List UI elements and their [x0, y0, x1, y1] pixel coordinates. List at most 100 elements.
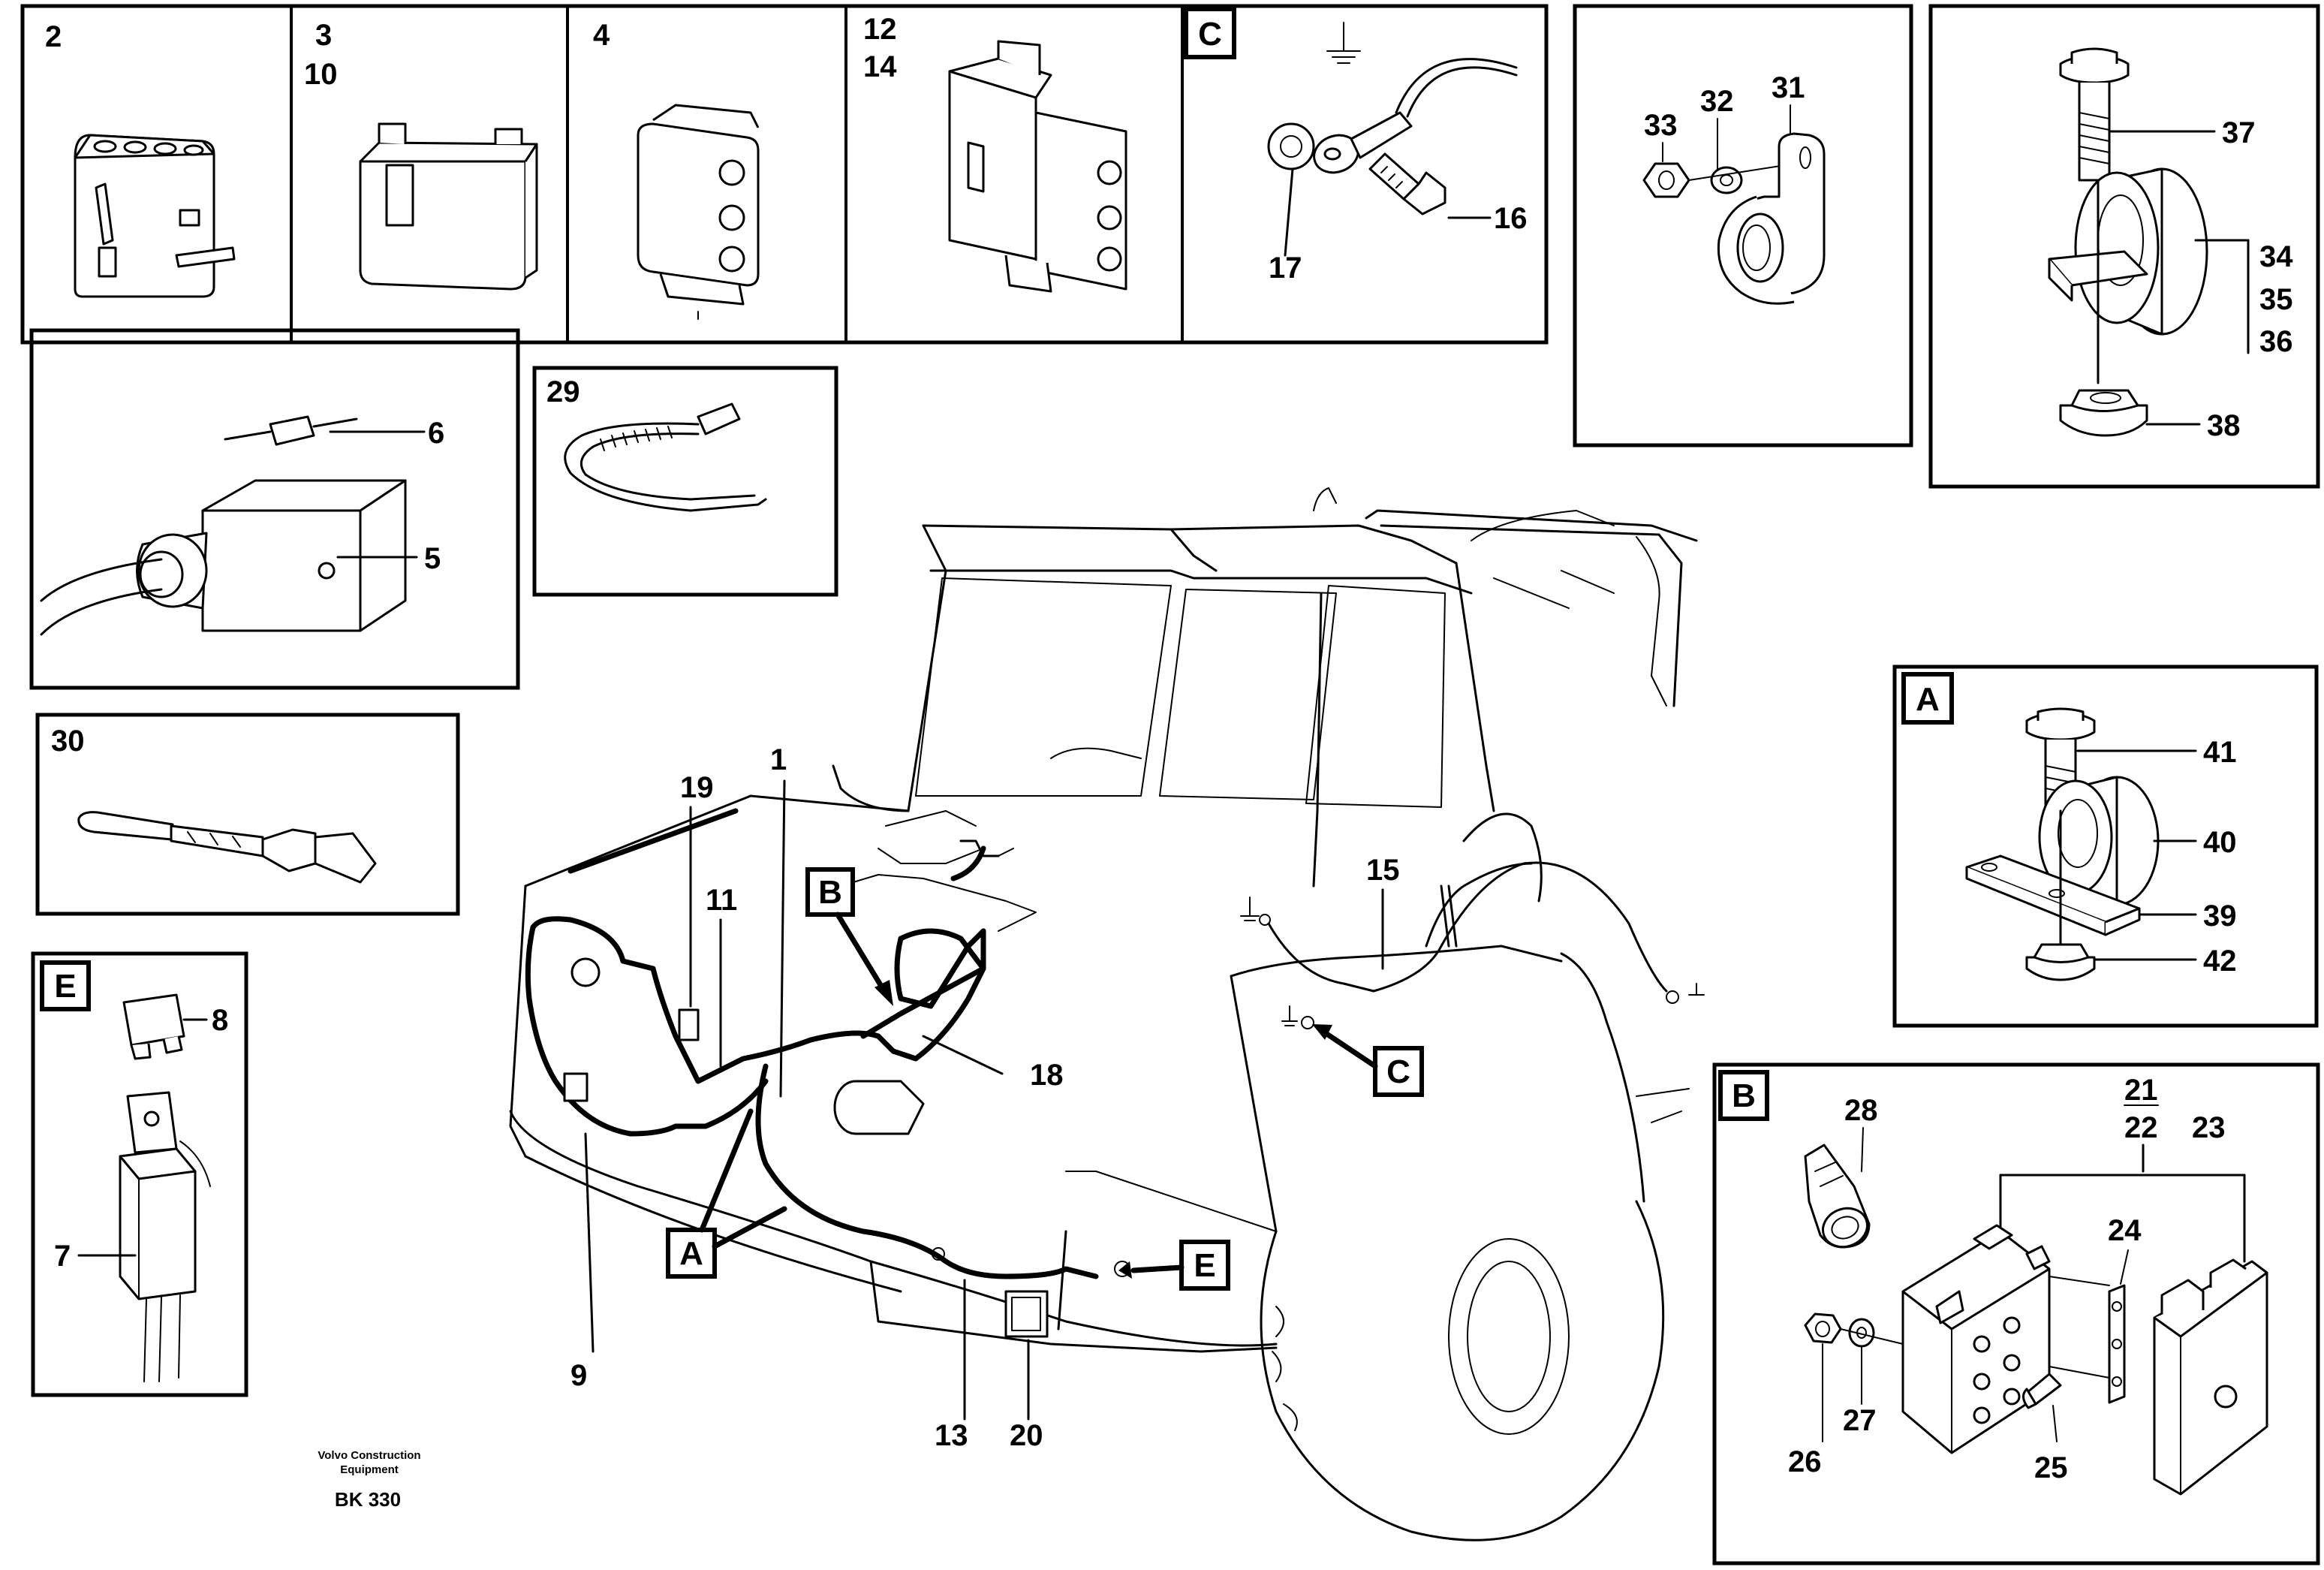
rubber-clamp-A-icon — [2038, 776, 2160, 906]
callout-B: B — [805, 867, 893, 1006]
callout-letter-E: E — [1194, 1247, 1215, 1284]
company-name-line2: Equipment — [340, 1463, 399, 1476]
part-number-35: 35 — [2259, 283, 2293, 316]
ring-terminal-icon — [1267, 58, 1518, 174]
part-number-2: 2 — [45, 20, 62, 53]
connector-3-icon — [359, 122, 538, 291]
connector-panel-strip — [20, 4, 1549, 345]
panel-connector-12-14: 12 14 — [863, 13, 1127, 293]
part-number-14: 14 — [863, 50, 897, 83]
fuse-icon — [122, 993, 185, 1060]
valve-plug-icon — [40, 479, 407, 636]
part-number-13: 13 — [935, 1419, 968, 1452]
panel-connector-4: 4 — [593, 19, 760, 320]
panel-hose-clamp-34: 37 34 35 36 38 — [1928, 4, 2320, 489]
diode-icon — [224, 415, 358, 446]
rubber-clamp-icon — [2048, 167, 2208, 336]
panel-fuse-E: E 8 7 — [31, 951, 248, 1397]
company-name-line1: Volvo Construction — [318, 1449, 420, 1462]
p-clamp-icon — [1717, 132, 1826, 305]
part-number-1: 1 — [770, 743, 787, 776]
box-letter-E-panel: E — [54, 968, 76, 1005]
part-number-33: 33 — [1644, 109, 1678, 142]
panel-clamp-A: A 41 40 39 42 — [1892, 664, 2319, 1028]
part-number-31: 31 — [1772, 71, 1805, 104]
part-number-9: 9 — [570, 1359, 587, 1392]
part-number-39: 39 — [2203, 900, 2237, 933]
callout-E: E — [1118, 1240, 1230, 1291]
connector-4-icon — [637, 104, 760, 320]
panel-connector-3-10: 3 10 — [304, 19, 538, 291]
nut-B-icon — [1804, 1312, 1842, 1344]
part-number-23: 23 — [2192, 1111, 2226, 1144]
screw-B-icon — [2022, 1373, 2062, 1409]
nut-icon — [1642, 162, 1690, 198]
washer-icon — [1710, 166, 1743, 194]
callout-letter-B: B — [818, 874, 842, 911]
part-number-6: 6 — [428, 417, 444, 450]
part-number-18: 18 — [1030, 1059, 1064, 1092]
cable-tie-icon — [564, 402, 767, 512]
bracket-A-icon — [1965, 854, 2141, 936]
flange-bolt-icon — [2059, 47, 2130, 182]
part-number-10: 10 — [304, 58, 338, 91]
callout-letter-C: C — [1386, 1053, 1410, 1090]
part-number-36: 36 — [2259, 325, 2293, 358]
part-number-40: 40 — [2203, 826, 2237, 859]
callout-letter-A: A — [679, 1235, 703, 1272]
panel-connector-2: 2 — [45, 20, 236, 298]
box-letter-A-panel: A — [1916, 681, 1940, 718]
part-number-42: 42 — [2203, 945, 2237, 978]
ground-symbol-icon — [1326, 22, 1361, 64]
ground-symbol-main-2-icon — [1281, 1005, 1314, 1029]
part-number-4: 4 — [593, 19, 610, 52]
part-number-22: 22 — [2124, 1111, 2158, 1144]
part-number-15: 15 — [1366, 854, 1400, 887]
part-number-26: 27 — [1843, 1404, 1877, 1437]
box-letter-B-panel: B — [1732, 1077, 1756, 1114]
footer-credit: Volvo Construction Equipment BK 330 — [318, 1449, 420, 1511]
panel-terminal-30: 30 — [35, 713, 460, 916]
fuse-box-bridge-icon — [2108, 1284, 2126, 1404]
part-number-29: 29 — [546, 375, 580, 408]
main-labels: 1 19 11 15 18 9 13 20 — [570, 743, 1400, 1452]
part-number-24: 24 — [2108, 1214, 2142, 1247]
panel-hose-clamp-31: 33 32 31 — [1573, 4, 1913, 447]
part-number-30: 30 — [51, 725, 85, 758]
part-number-27: 26 — [1788, 1445, 1822, 1478]
part-number-41: 41 — [2203, 736, 2237, 769]
part-number-17: 17 — [1269, 252, 1302, 285]
part-number-21: 21 — [2124, 1074, 2158, 1107]
flange-nut-icon — [2059, 389, 2148, 437]
panel-ground-terminal-C: C 16 17 — [1184, 7, 1528, 285]
callout-C: C — [1312, 1024, 1424, 1097]
callout-A: A — [666, 1108, 787, 1279]
part-number-34: 34 — [2259, 240, 2293, 273]
part-number-7: 7 — [54, 1240, 71, 1273]
part-number-32: 32 — [1700, 85, 1734, 118]
part-number-16: 16 — [1494, 202, 1528, 235]
connector-12-icon — [948, 40, 1127, 293]
part-number-3: 3 — [315, 19, 332, 52]
fuse-holder-icon — [119, 1091, 211, 1382]
blade-terminal-icon — [77, 811, 377, 884]
ground-symbol-main-3-icon — [1666, 983, 1705, 1004]
fuse-box-cover-icon — [2153, 1258, 2268, 1496]
part-number-19: 19 — [680, 771, 714, 804]
part-number-37: 37 — [2222, 116, 2256, 149]
box-letter-C-panel: C — [1198, 16, 1222, 53]
part-number-12: 12 — [863, 13, 897, 46]
flange-nut-A-icon — [2025, 943, 2096, 981]
part-number-28: 28 — [1844, 1094, 1878, 1127]
diagram-code: BK 330 — [335, 1488, 401, 1511]
rubber-boot-icon — [1804, 1144, 1871, 1249]
part-number-25: 25 — [2034, 1451, 2068, 1484]
part-number-8: 8 — [212, 1004, 228, 1037]
panel-fuse-box-B: B 28 21 22 23 — [1712, 1062, 2320, 1565]
fuse-box-base-icon — [1901, 1224, 2051, 1454]
ground-symbol-main-1-icon — [1240, 896, 1271, 926]
panel-cable-tie-29: 29 — [532, 366, 838, 597]
part-number-11: 11 — [706, 884, 737, 917]
part-number-20: 20 — [1010, 1419, 1043, 1452]
